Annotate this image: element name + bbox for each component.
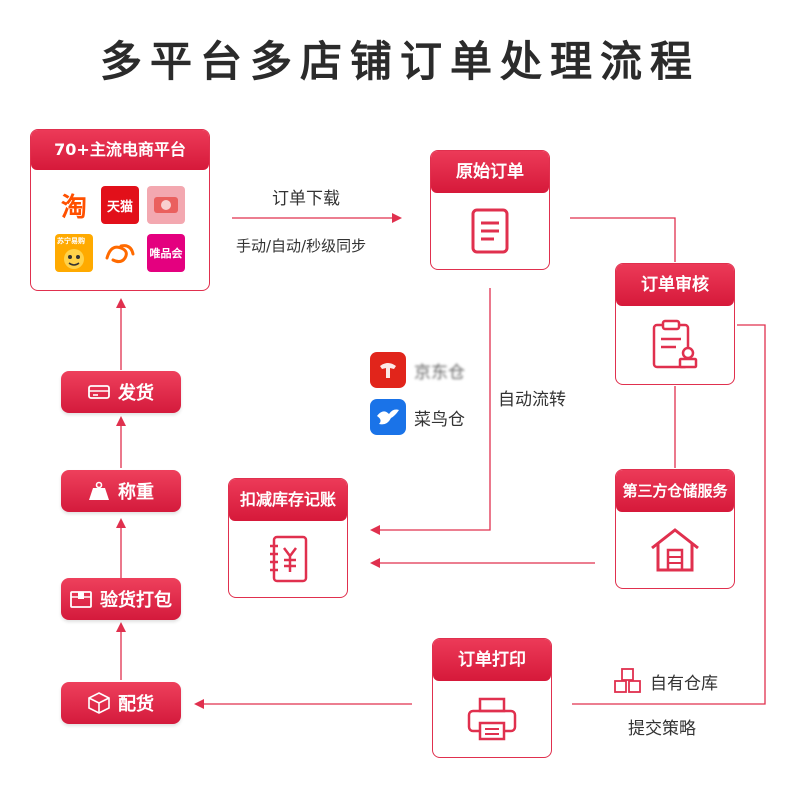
ledger-yuan-icon — [270, 535, 308, 583]
weigh-label: 称重 — [118, 482, 154, 503]
original-order-card: 原始订单 — [430, 150, 550, 270]
cainiao-warehouse-label: 菜鸟仓 — [414, 409, 465, 430]
truck-icon — [88, 385, 110, 399]
jd-warehouse-icon — [370, 352, 406, 388]
inventory-label: 扣减库存记账 — [229, 479, 347, 521]
package-icon — [70, 591, 92, 608]
taobao-logo-text: 淘 — [60, 192, 87, 223]
ship-label: 发货 — [118, 383, 154, 404]
third-party-label: 第三方仓储服务 — [616, 470, 734, 512]
order-review-label: 订单审核 — [616, 264, 734, 306]
platform-logos: 淘 天猫 苏宁易购 唯品会 — [31, 170, 209, 290]
warehouse-icon — [651, 528, 699, 572]
box-icon — [88, 692, 110, 714]
submit-strategy-label: 提交策略 — [628, 719, 696, 739]
jd-warehouse: 京东仓 — [370, 352, 465, 388]
edge-to-review — [570, 217, 676, 262]
own-warehouse: 自有仓库 — [614, 668, 718, 694]
page-title: 多平台多店铺订单处理流程 — [99, 37, 700, 86]
document-icon — [471, 208, 509, 254]
jd-logo — [147, 186, 185, 224]
stacked-boxes-icon — [614, 668, 641, 693]
cainiao-warehouse-icon — [370, 399, 406, 435]
weigh-step: 称重 — [61, 470, 181, 512]
order-print-card: 订单打印 — [432, 638, 552, 758]
order-print-label: 订单打印 — [433, 639, 551, 681]
suning-logo: 苏宁易购 — [55, 234, 93, 272]
allocate-step: 配货 — [61, 682, 181, 724]
edge-own-warehouse — [572, 324, 766, 705]
cainiao-warehouse: 菜鸟仓 — [370, 399, 465, 435]
platforms-label: 70+主流电商平台 — [31, 130, 209, 170]
jd-warehouse-label: 京东仓 — [414, 362, 465, 383]
taobao-logo: 淘 — [55, 186, 93, 224]
inventory-card: 扣减库存记账 — [228, 478, 348, 598]
platforms-card: 70+主流电商平台 淘 天猫 苏宁易购 唯品会 — [30, 129, 210, 291]
auto-flow-label: 自动流转 — [498, 390, 566, 410]
suning-logo-text: 苏宁易购 — [57, 237, 85, 245]
vipshop-logo: 唯品会 — [147, 234, 185, 272]
allocate-label: 配货 — [118, 694, 154, 715]
download-label: 订单下载 — [272, 189, 340, 209]
alibaba-logo — [101, 234, 139, 272]
tmall-logo-text: 天猫 — [106, 199, 133, 215]
sync-modes-label: 手动/自动/秒级同步 — [236, 237, 367, 255]
order-review-card: 订单审核 — [615, 263, 735, 385]
weight-icon — [89, 481, 109, 500]
inspect-pack-label: 验货打包 — [100, 590, 172, 611]
inspect-pack-step: 验货打包 — [61, 578, 181, 620]
ship-step: 发货 — [61, 371, 181, 413]
printer-icon — [467, 697, 517, 741]
own-warehouse-label: 自有仓库 — [650, 673, 718, 694]
original-order-label: 原始订单 — [431, 151, 549, 193]
third-party-card: 第三方仓储服务 — [615, 469, 735, 589]
edge-auto-flow — [370, 288, 491, 535]
vipshop-logo-text: 唯品会 — [149, 247, 183, 260]
tmall-logo: 天猫 — [101, 186, 139, 224]
clipboard-stamp-icon — [652, 319, 698, 369]
